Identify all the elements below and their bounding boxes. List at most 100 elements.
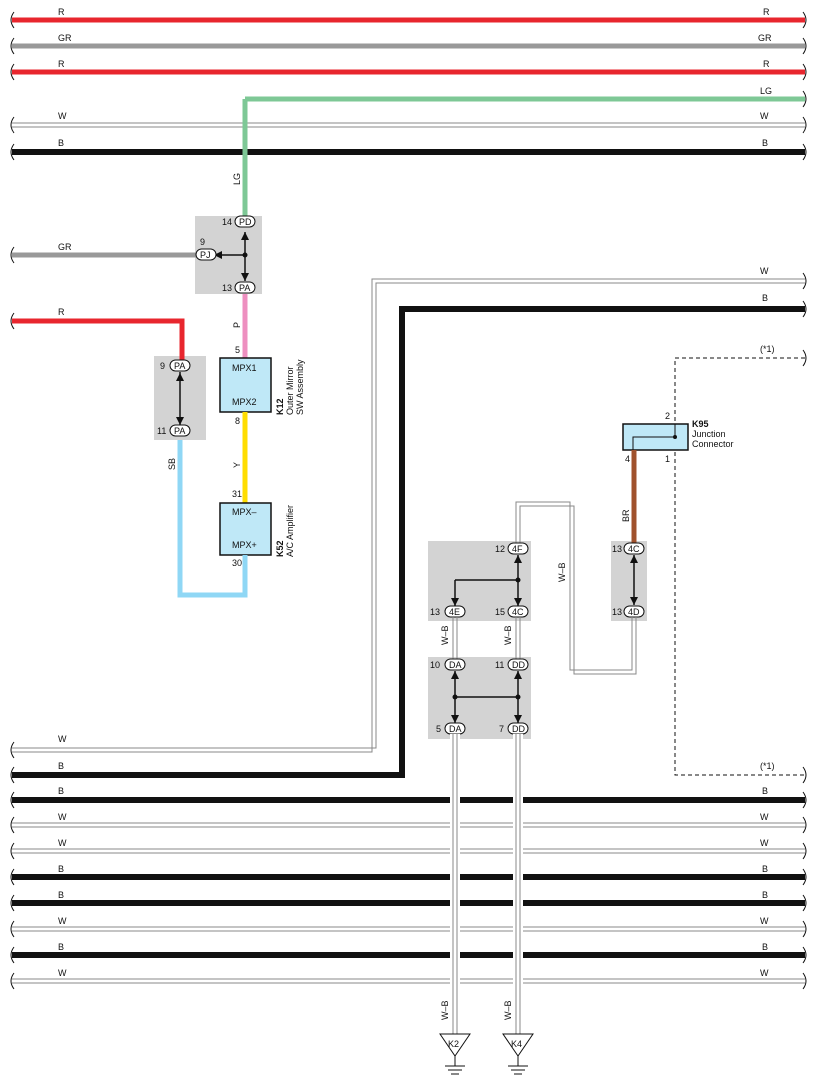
svg-text:B: B [58, 890, 64, 900]
svg-text:W: W [760, 968, 769, 978]
ground-symbol-k4 [502, 1033, 534, 1057]
label-w-1-right: W [760, 111, 769, 121]
connector-pj-id: PJ [200, 250, 211, 260]
top-bus-labels: R R GR GR R R LG W W B B [58, 7, 772, 148]
k52-pin1: 31 [232, 489, 242, 499]
ground-symbol-k2 [439, 1033, 471, 1057]
k52-name-1: A/C Amplifier [285, 505, 295, 557]
connector-4c15-id: 4C [512, 607, 524, 617]
k95-pin-right: 1 [665, 454, 670, 464]
label-wb-4c: W–B [503, 625, 513, 645]
k95-name-2: Connector [692, 439, 734, 449]
label-wb-4e: W–B [440, 625, 450, 645]
k12-term2: MPX2 [232, 397, 257, 407]
connector-pa13-id: PA [239, 283, 250, 293]
k52-code: K52 [275, 540, 285, 557]
svg-text:W: W [760, 916, 769, 926]
k95-pin-left: 4 [625, 454, 630, 464]
bottom-bus-labels: B B W W W W B B B B W W B B W W [58, 786, 769, 978]
connector-dd7-pin: 7 [499, 724, 504, 734]
wire-sb [177, 440, 248, 598]
label-b-mid-right: B [762, 293, 768, 303]
k12-term1: MPX1 [232, 363, 257, 373]
wire-w-mid-outer [12, 278, 805, 753]
component-k12 [219, 357, 272, 413]
label-p: P [232, 322, 242, 328]
label-b-mid-left: B [58, 761, 64, 771]
connector-da5-pin: 5 [436, 724, 441, 734]
svg-text:W: W [760, 812, 769, 822]
connector-dd11-id: DD [512, 660, 525, 670]
label-gr-1-left: GR [58, 33, 72, 43]
connector-pd-pin: 14 [222, 217, 232, 227]
ground-k4-label: K4 [511, 1039, 522, 1049]
connector-4c13-id: 4C [628, 544, 640, 554]
connector-pa11-pin: 11 [157, 426, 166, 436]
wire-w-mid-inner [12, 282, 805, 749]
connector-da10-id: DA [449, 660, 462, 670]
label-wb-k4: W–B [503, 1000, 513, 1020]
svg-text:B: B [762, 786, 768, 796]
label-lg-top-right: LG [760, 86, 772, 96]
connector-da5-id: DA [449, 724, 462, 734]
label-b-1-left: B [58, 138, 64, 148]
svg-text:W: W [760, 838, 769, 848]
label-r-2-right: R [763, 59, 770, 69]
connector-4c13-pin: 13 [612, 544, 622, 554]
dashed-line [674, 357, 805, 776]
connector-4e-id: 4E [449, 607, 460, 617]
ground-leads: W–B W–B K2 K4 [439, 734, 534, 1075]
junction-connector-circuit: (*1) (*1) 2 4 1 K95 Junction Connector B… [612, 344, 805, 776]
connector-4f-pin: 12 [495, 544, 505, 554]
label-lg-vertical: LG [232, 173, 242, 185]
svg-text:W: W [58, 838, 67, 848]
svg-text:W: W [58, 812, 67, 822]
svg-text:W: W [58, 968, 67, 978]
label-w-1-left: W [58, 111, 67, 121]
label-b-1-right: B [762, 138, 768, 148]
wire-r-pa [12, 318, 185, 362]
connector-da10-pin: 10 [430, 660, 440, 670]
label-w-mid-left: W [58, 734, 67, 744]
connector-pa13-pin: 13 [222, 283, 232, 293]
connector-4f-id: 4F [512, 544, 523, 554]
connector-4e-pin: 13 [430, 607, 440, 617]
label-r-1-right: R [763, 7, 770, 17]
ground-k2-label: K2 [448, 1039, 459, 1049]
connector-dd11-pin: 11 [495, 660, 504, 670]
label-r-1-left: R [58, 7, 65, 17]
k12-code: K12 [275, 398, 285, 415]
connector-pd-id: PD [239, 217, 252, 227]
connector-pa9-pin: 9 [160, 361, 165, 371]
note-star1-top: (*1) [760, 344, 775, 354]
label-w-mid-right: W [760, 266, 769, 276]
k52-term1: MPX– [232, 507, 257, 517]
connector-pj-pin: 9 [200, 237, 205, 247]
label-gr-pj: GR [58, 242, 72, 252]
k12-pin2: 8 [235, 416, 240, 426]
wire-break-marks [10, 11, 807, 990]
wb-ground-circuit: W–B 4F 12 4E 13 4C 15 W–B W–B DA 10 DD 1… [430, 501, 637, 735]
label-br: BR [621, 509, 631, 522]
svg-text:B: B [762, 864, 768, 874]
middle-bus-wires: W W B B [12, 266, 805, 778]
wire-b-mid [12, 306, 805, 778]
k95-code: K95 [692, 419, 709, 429]
label-wb-k2: W–B [440, 1000, 450, 1020]
connector-4c15-pin: 15 [495, 607, 505, 617]
svg-text:W: W [58, 916, 67, 926]
svg-text:B: B [762, 942, 768, 952]
component-k52 [219, 502, 272, 556]
label-gr-1-right: GR [758, 33, 772, 43]
svg-text:B: B [58, 786, 64, 796]
k12-name-2: SW Assembly [295, 359, 305, 415]
k95-pin-top: 2 [665, 411, 670, 421]
connector-dd7-id: DD [512, 724, 525, 734]
k12-pin1: 5 [235, 345, 240, 355]
k52-term2: MPX+ [232, 540, 257, 550]
connector-pa9-id: PA [174, 361, 185, 371]
label-y: Y [232, 462, 242, 468]
svg-text:B: B [762, 890, 768, 900]
note-star1-bottom: (*1) [760, 761, 775, 771]
